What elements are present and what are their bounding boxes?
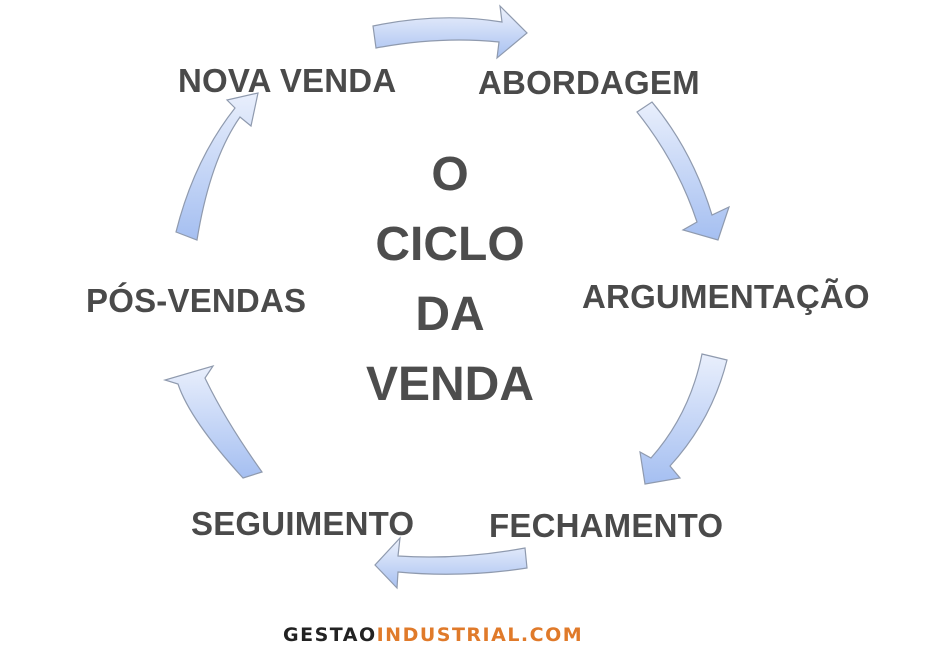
- arrow-icon-upper-left: [175, 92, 259, 241]
- title-line-2: CICLO: [375, 218, 525, 271]
- diagram-title: O CICLO DA VENDA: [340, 140, 560, 420]
- stage-nova-venda: NOVA VENDA: [178, 62, 397, 99]
- arrow-icon-bottom: [374, 536, 528, 590]
- title-line-4: VENDA: [365, 358, 535, 411]
- arrow-icon-lower-right: [639, 353, 728, 485]
- stage-fechamento: FECHAMENTO: [489, 507, 724, 544]
- arrow-icon-upper-right: [636, 101, 731, 241]
- brand-part-2: INDUSTRIAL.COM: [376, 624, 584, 646]
- stage-pos-vendas: PÓS-VENDAS: [86, 282, 307, 319]
- arrow-icon-lower-left: [162, 364, 263, 479]
- arrow-icon-top: [372, 4, 528, 60]
- brand-watermark: GESTAOINDUSTRIAL.COM: [283, 624, 583, 646]
- stage-seguimento: SEGUIMENTO: [191, 505, 415, 542]
- title-line-3: DA: [415, 288, 485, 341]
- stage-abordagem: ABORDAGEM: [478, 64, 700, 101]
- brand-part-1: GESTAO: [283, 624, 377, 646]
- title-line-1: O: [431, 148, 469, 201]
- stage-argumentacao: ARGUMENTAÇÃO: [582, 278, 870, 315]
